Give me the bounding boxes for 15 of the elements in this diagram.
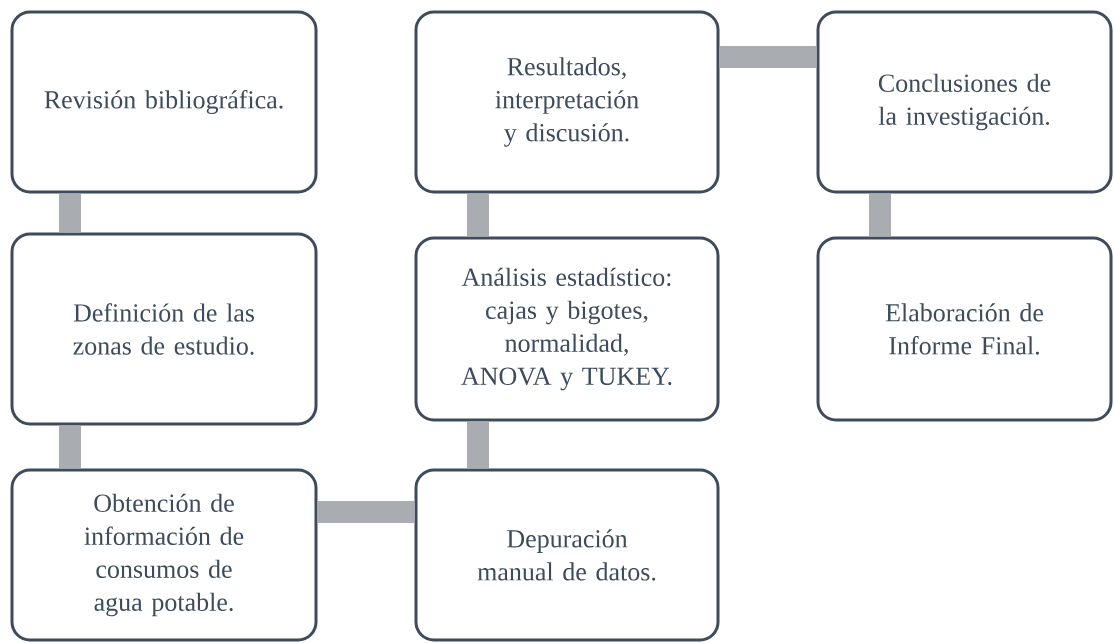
connector-bar — [869, 193, 891, 237]
connector-bar — [59, 425, 81, 469]
connector-bar — [317, 501, 415, 523]
process-box: Conclusiones de la investigación. — [816, 10, 1113, 194]
process-box: Obtención de información de consumos de agua potable. — [10, 468, 318, 642]
process-box: Resultados, interpretación y discusión. — [414, 10, 720, 194]
process-box: Análisis estadístico: cajas y bigotes, normalidad, ANOVA y TUKEY. — [414, 236, 720, 422]
connector-bar — [59, 193, 81, 233]
connector-bar — [467, 421, 489, 469]
process-box: Definición de las zonas de estudio. — [10, 232, 318, 426]
process-box: Revisión bibliográfica. — [10, 10, 318, 194]
process-box: Elaboración de Informe Final. — [816, 236, 1113, 422]
connector-bar — [467, 193, 489, 237]
process-box: Depuración manual de datos. — [414, 468, 720, 642]
connector-bar — [719, 46, 817, 68]
